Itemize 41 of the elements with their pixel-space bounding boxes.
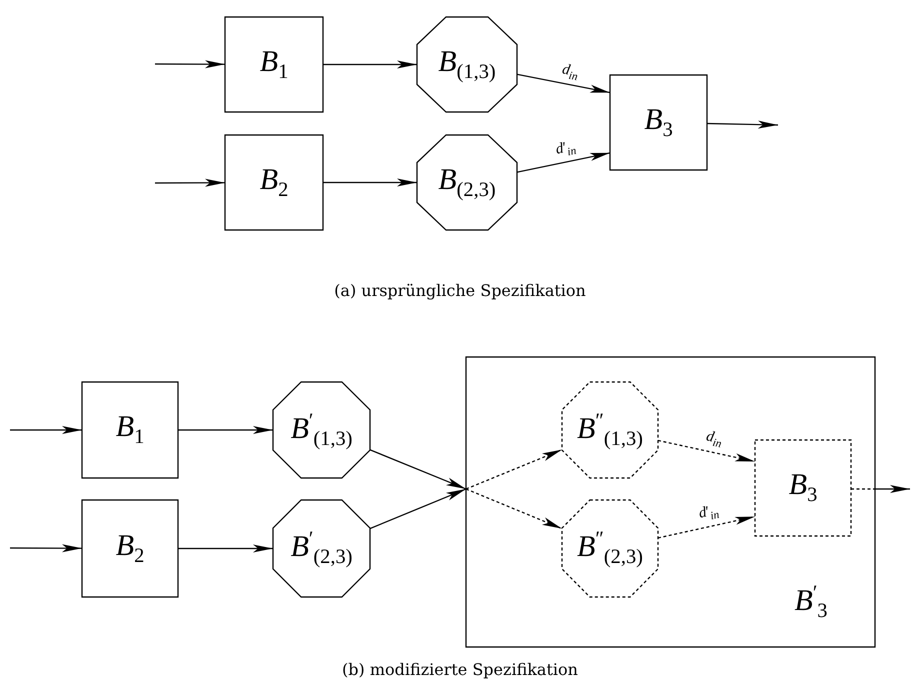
block-box bbox=[610, 75, 707, 170]
arrow bbox=[706, 120, 778, 129]
arrow bbox=[658, 440, 756, 462]
block-box bbox=[225, 135, 323, 230]
block-box bbox=[755, 440, 851, 536]
arrow bbox=[155, 178, 225, 187]
block-box bbox=[466, 357, 875, 647]
arrow bbox=[466, 449, 562, 490]
arrow bbox=[516, 152, 610, 173]
block-box bbox=[82, 500, 178, 597]
arrow bbox=[155, 60, 225, 68]
octagon-node bbox=[562, 382, 658, 478]
octagon-node bbox=[417, 135, 517, 230]
arrow bbox=[370, 488, 466, 530]
block-label: B$_{2}$ bbox=[116, 530, 144, 566]
block-label: B$_{(2,3)}$ bbox=[438, 164, 496, 200]
octagon-node bbox=[562, 500, 658, 597]
block-label: B$_{3}$ bbox=[644, 104, 673, 140]
block-box bbox=[82, 382, 178, 478]
arrow bbox=[658, 516, 756, 539]
arrow bbox=[875, 485, 910, 493]
block-box bbox=[225, 17, 323, 112]
block-label: B$_{1}$ bbox=[260, 46, 288, 82]
octagon-node bbox=[273, 382, 370, 478]
arrow bbox=[178, 544, 273, 552]
arrow bbox=[323, 60, 417, 68]
block-label: B$_{1}$ bbox=[116, 412, 144, 448]
arrow bbox=[370, 449, 466, 490]
block-label: B$_{3}$ bbox=[788, 470, 818, 506]
figure-caption: (a) ursprüngliche Spezifikation bbox=[334, 281, 586, 300]
arrow bbox=[323, 178, 417, 186]
block-label: B$_{(1,3)}$ bbox=[438, 46, 496, 82]
block-label: B$_{2}$ bbox=[260, 164, 288, 200]
arrow bbox=[10, 544, 82, 552]
figure-caption: (b) modifizierte Spezifikation bbox=[342, 660, 578, 679]
octagon-node bbox=[273, 500, 370, 597]
arrow bbox=[466, 488, 562, 530]
octagon-node bbox=[417, 17, 517, 112]
arrow bbox=[10, 426, 82, 434]
arrow bbox=[516, 74, 610, 94]
arrow bbox=[178, 426, 273, 434]
